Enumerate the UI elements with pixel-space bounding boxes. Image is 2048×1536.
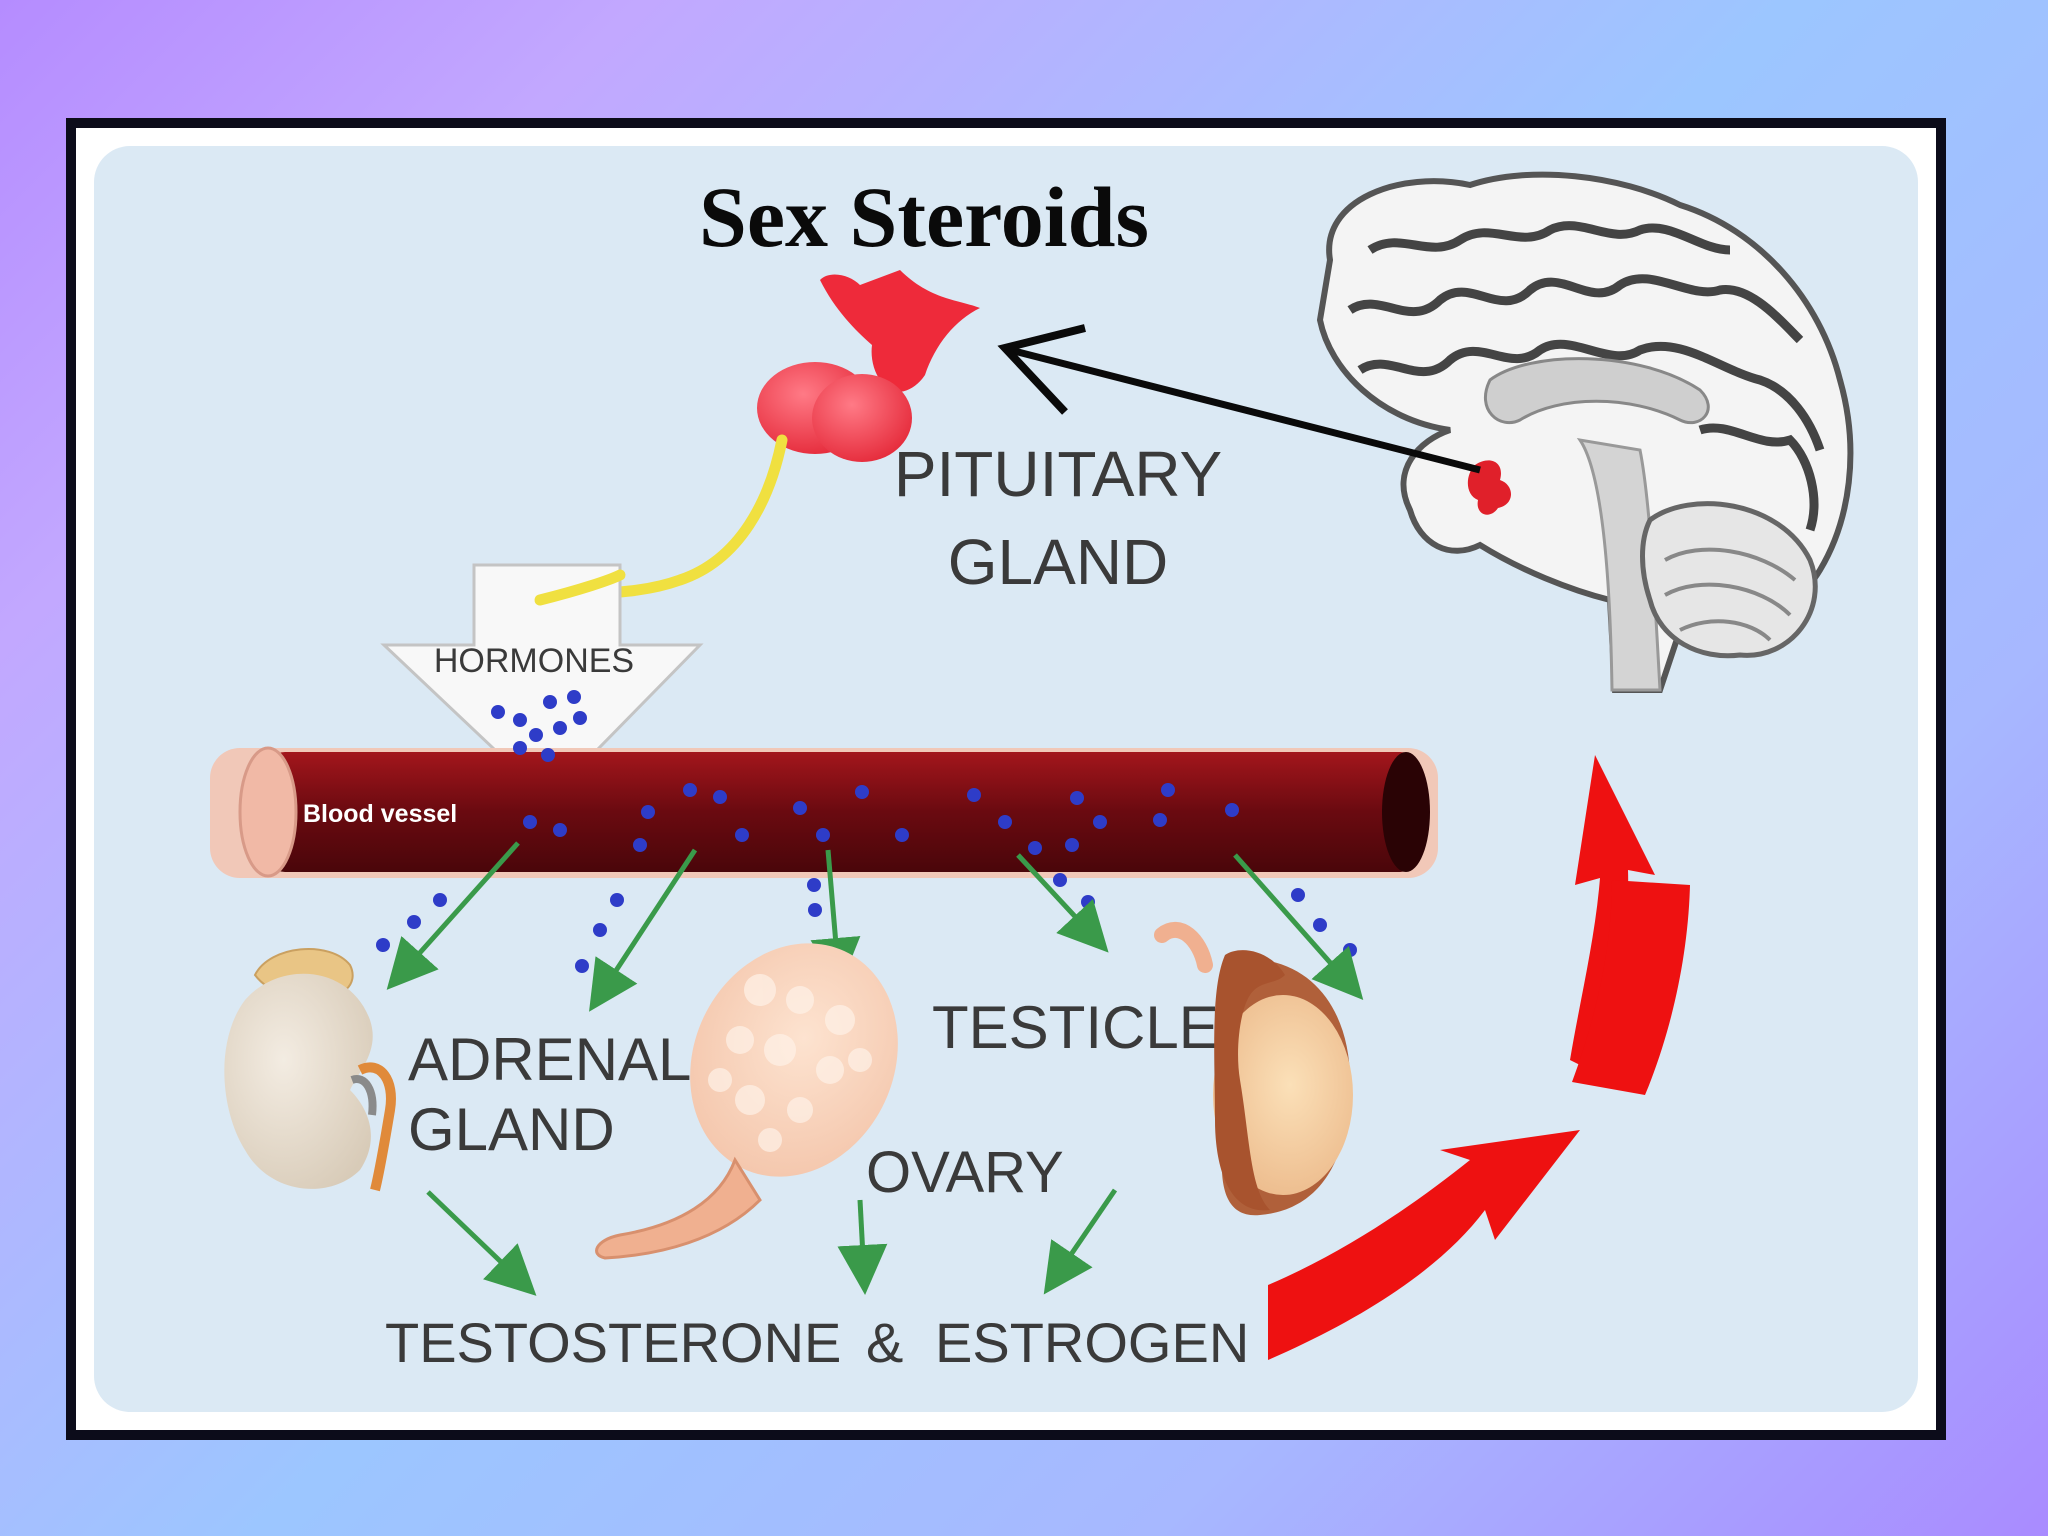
feedback-arrow-lower	[1268, 1130, 1580, 1360]
hormone-dot	[1291, 888, 1305, 902]
hormone-dot	[513, 741, 527, 755]
adrenal-gland	[224, 948, 396, 1192]
hormones-arrow	[380, 563, 704, 803]
hormone-dot	[713, 790, 727, 804]
ampersand-label: &	[866, 1311, 903, 1374]
pituitary-label-line2: GLAND	[948, 526, 1169, 598]
hormone-dot	[529, 728, 543, 742]
ovary-label: OVARY	[866, 1140, 1064, 1205]
hormone-dot	[376, 938, 390, 952]
hormone-dot	[1225, 803, 1239, 817]
hormone-dot	[575, 959, 589, 973]
hormones-label: HORMONES	[434, 642, 634, 680]
hormone-dot	[1053, 873, 1067, 887]
arrow-to-testicle	[1016, 853, 1109, 953]
hormone-dot	[998, 815, 1012, 829]
hormone-dot	[593, 923, 607, 937]
hormone-dot	[1161, 783, 1175, 797]
hormone-dot	[1081, 895, 1095, 909]
brain-illustration	[1316, 171, 1854, 693]
hormone-dot	[541, 748, 555, 762]
hormone-dot	[567, 690, 581, 704]
hormone-dot	[610, 893, 624, 907]
hormone-dot	[553, 823, 567, 837]
testicle-label: TESTICLE	[932, 994, 1219, 1061]
brain-to-pituitary-arrow	[997, 324, 1481, 474]
adrenal-label-line2: GLAND	[408, 1096, 615, 1163]
testicle	[1154, 921, 1353, 1216]
hormone-dot	[573, 711, 587, 725]
hormone-dot	[1343, 943, 1357, 957]
arrow-to-testicle-right	[1233, 853, 1364, 1000]
hormone-dot	[1313, 918, 1327, 932]
hormone-dot	[553, 721, 567, 735]
hormone-dot	[1093, 815, 1107, 829]
hormone-dot	[855, 785, 869, 799]
hormone-dot	[808, 903, 822, 917]
feedback-arrow	[1268, 755, 1690, 1360]
hormone-dot	[407, 915, 421, 929]
hormone-dot	[513, 713, 527, 727]
ovary	[595, 943, 898, 1260]
hormone-dot	[1028, 841, 1042, 855]
blood-vessel-label: Blood vessel	[303, 800, 457, 828]
hormone-dot	[433, 893, 447, 907]
hormone-dot	[807, 878, 821, 892]
hormone-dot	[523, 815, 537, 829]
hormone-dot	[633, 838, 647, 852]
estrogen-label: ESTROGEN	[935, 1311, 1249, 1374]
green-arrows	[386, 841, 1364, 1296]
hormone-dot	[895, 828, 909, 842]
hormone-dot	[1153, 813, 1167, 827]
hormone-dots	[376, 690, 1357, 973]
testosterone-label: TESTOSTERONE	[385, 1311, 841, 1374]
pituitary-label-line1: PITUITARY	[894, 438, 1222, 510]
arrow-adrenal-to-testosterone	[426, 1190, 537, 1296]
hormone-dot	[1070, 791, 1084, 805]
hormone-dot	[735, 828, 749, 842]
arrow-testicle-to-estrogen	[1043, 1188, 1118, 1295]
hormone-dot	[641, 805, 655, 819]
hormone-dot	[967, 788, 981, 802]
hormone-dot	[816, 828, 830, 842]
diagram-title: Sex Steroids	[699, 169, 1149, 265]
hormone-dot	[793, 801, 807, 815]
hormone-dot	[543, 695, 557, 709]
feedback-arrow-upper-shaft	[1572, 880, 1690, 1095]
pituitary-gland	[757, 270, 980, 462]
hormone-dot	[683, 783, 697, 797]
hormone-dot	[1065, 838, 1079, 852]
adrenal-label-line1: ADRENAL	[408, 1026, 691, 1093]
hormone-dot	[491, 705, 505, 719]
arrow-to-adrenal	[386, 841, 520, 990]
arrow-to-ovary	[589, 848, 698, 1012]
arrow-ovary-to-hormones	[837, 1199, 888, 1295]
